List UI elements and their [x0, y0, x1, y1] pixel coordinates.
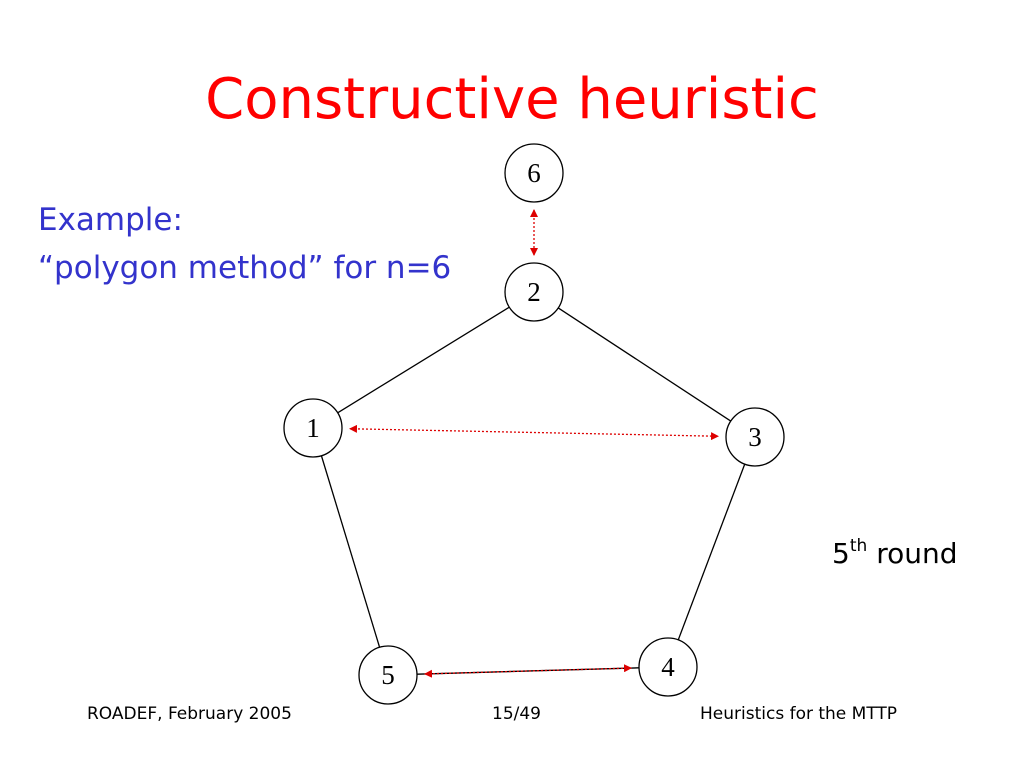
node-circle: [358, 645, 418, 705]
polygon-edge-2-3: [557, 307, 732, 422]
slide-title: Constructive heuristic: [205, 67, 819, 132]
node-label: 4: [661, 652, 675, 682]
node-label: 5: [381, 660, 395, 690]
team-node-2: 2: [504, 262, 564, 322]
node-circle: [283, 398, 343, 458]
round-word: round: [876, 537, 958, 570]
node-label: 6: [527, 158, 541, 188]
team-node-5: 5: [358, 645, 418, 705]
round-suffix: th: [849, 536, 868, 556]
team-node-1: 1: [283, 398, 343, 458]
team-node-6: 6: [504, 143, 564, 203]
team-node-3: 3: [725, 407, 785, 467]
polygon-edge-1-5: [320, 455, 381, 648]
team-node-4: 4: [638, 637, 698, 697]
example-heading: Example:: [38, 202, 183, 238]
polygon-edge-2-1: [337, 306, 510, 414]
footer-talk-title: Heuristics for the MTTP: [700, 704, 898, 724]
node-circle: [504, 143, 564, 203]
footer-page-number: 15/49: [492, 704, 541, 724]
matching-arrow-1-3: [348, 424, 720, 441]
node-circle: [725, 407, 785, 467]
example-text: Example: “polygon method” for n=6: [38, 196, 451, 292]
node-label: 3: [748, 422, 762, 452]
node-circle: [638, 637, 698, 697]
node-label: 1: [306, 413, 320, 443]
round-number: 5: [832, 537, 850, 570]
example-description: “polygon method” for n=6: [38, 250, 452, 286]
node-label: 2: [527, 277, 541, 307]
footer-conference: ROADEF, February 2005: [87, 704, 292, 724]
node-circle: [504, 262, 564, 322]
round-label: 5th round: [832, 536, 957, 570]
polygon-edge-3-4: [677, 463, 746, 641]
